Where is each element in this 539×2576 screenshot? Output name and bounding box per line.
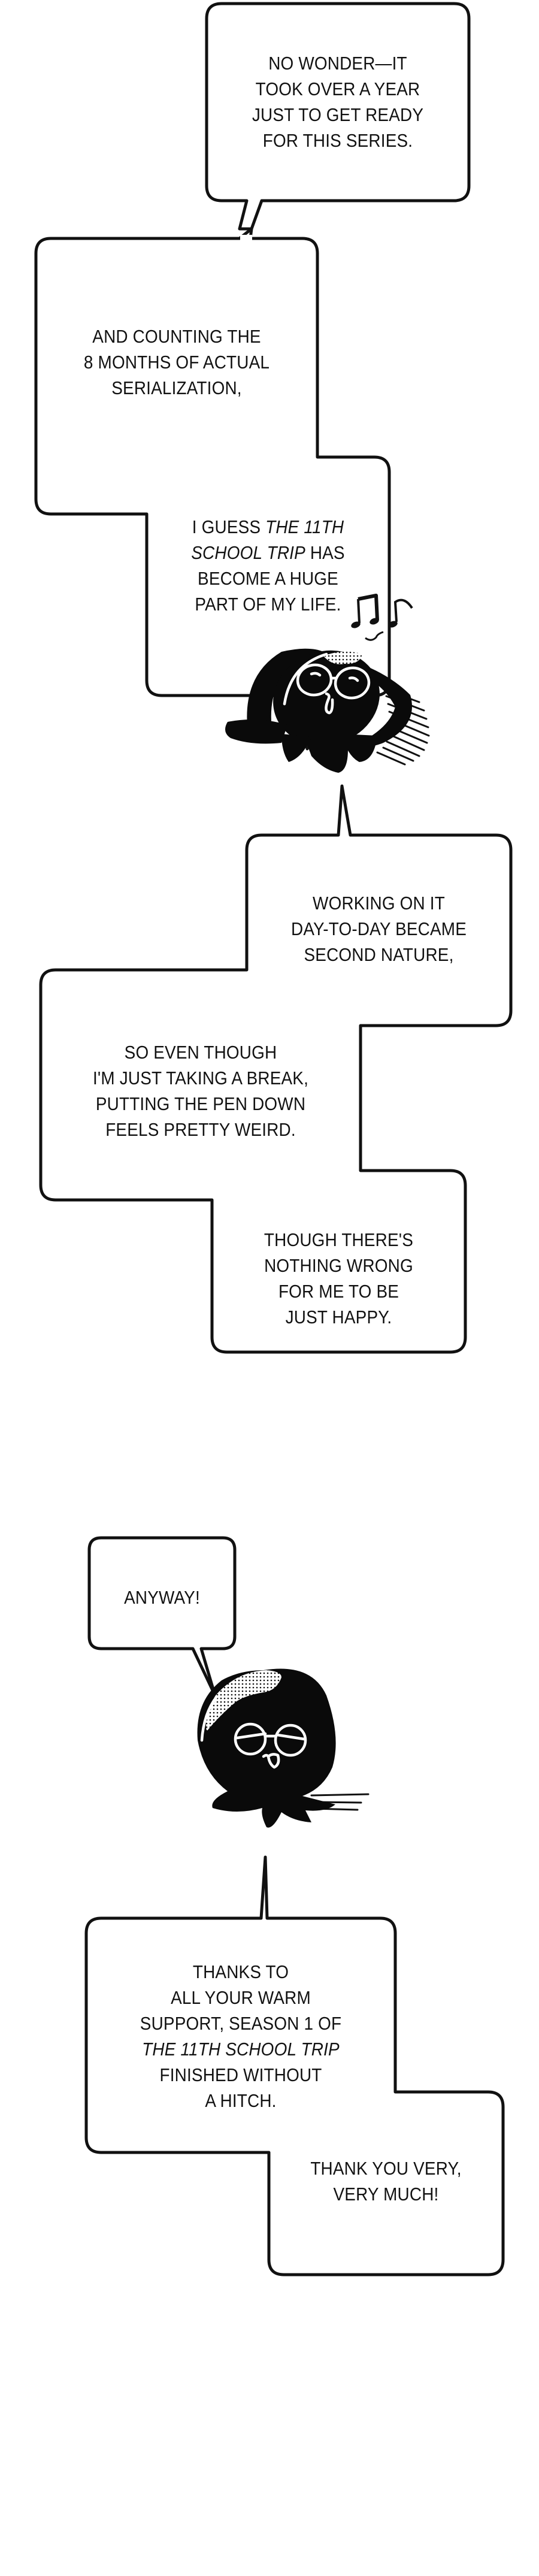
speech-bubble-1: NO WONDER—IT TOOK OVER A YEAR JUST TO GE… [220,50,456,153]
dialogue-line: AND COUNTING THE [92,326,261,347]
dialogue-line: THOUGH THERE'S [264,1229,414,1250]
dialogue-line: SO EVEN THOUGH [124,1042,277,1063]
dialogue-line: A HITCH. [205,2090,277,2111]
dialogue-line: FINISHED WITHOUT [159,2064,322,2085]
dialogue-line: BECOME A HUGE [198,568,338,589]
speech-bubble-5-part-1: THANKS TO ALL YOUR WARM SUPPORT, SEASON … [102,1959,380,2114]
speech-bubble-3-outline [39,784,513,1354]
speech-bubble-2-part-1: AND COUNTING THE 8 MONTHS OF ACTUAL SERI… [50,323,304,401]
dialogue-line: NO WONDER—IT [268,53,407,74]
dialogue-line: FOR THIS SERIES. [262,130,413,151]
dialogue-line: FEELS PRETTY WEIRD. [105,1119,296,1140]
dialogue-line: DAY-TO-DAY BECAME [290,918,467,939]
dialogue-line: PUTTING THE PEN DOWN [95,1093,306,1114]
dialogue-line: SERIALIZATION, [111,377,242,398]
dialogue-line: ANYWAY! [124,1587,200,1608]
speech-bubble-3-part-2: SO EVEN THOUGH I'M JUST TAKING A BREAK, … [57,1039,345,1142]
dialogue-line: SECOND NATURE, [304,944,454,965]
speech-bubble-5-outline [84,1855,505,2276]
speech-bubble-2-part-2: I GUESS THE 11TH SCHOOL TRIP HAS BECOME … [159,514,377,617]
dialogue-line: SCHOOL TRIP HAS [191,542,345,563]
dialogue-line: TOOK OVER A YEAR [255,78,420,99]
dialogue-line: WORKING ON IT [313,893,445,914]
dialogue-line: PART OF MY LIFE. [195,594,341,615]
dialogue-line: NOTHING WRONG [264,1255,413,1276]
dialogue-line: FOR ME TO BE [278,1281,399,1302]
dialogue-line: I GUESS THE 11TH [192,516,344,537]
dialogue-line: ALL YOUR WARM [171,1987,311,2008]
speech-bubble-5-part-2: THANK YOU VERY, VERY MUCH! [281,2155,492,2207]
dialogue-line: VERY MUCH! [333,2184,439,2205]
speech-bubble-3-part-3: THOUGH THERE'S NOTHING WRONG FOR ME TO B… [225,1227,453,1330]
dialogue-line: THANK YOU VERY, [310,2158,462,2179]
music-notes-icon [351,594,413,641]
octopus-happy-character [225,594,430,773]
dialogue-line: SUPPORT, SEASON 1 OF [140,2013,342,2034]
speech-bubble-3-part-1: WORKING ON IT DAY-TO-DAY BECAME SECOND N… [260,890,498,967]
dialogue-line: JUST HAPPY. [285,1307,392,1328]
dialogue-line: 8 MONTHS OF ACTUAL [83,352,270,373]
speech-bubble-4: ANYWAY! [96,1585,228,1610]
octopus-talking-character [197,1668,370,1828]
dialogue-line: THANKS TO [192,1961,289,1982]
dialogue-line: I'M JUST TAKING A BREAK, [92,1068,309,1089]
dialogue-line: THE 11TH SCHOOL TRIP [142,2039,340,2060]
speech-bubble-4-outline [87,1536,237,1697]
dialogue-line: JUST TO GET READY [252,104,424,125]
